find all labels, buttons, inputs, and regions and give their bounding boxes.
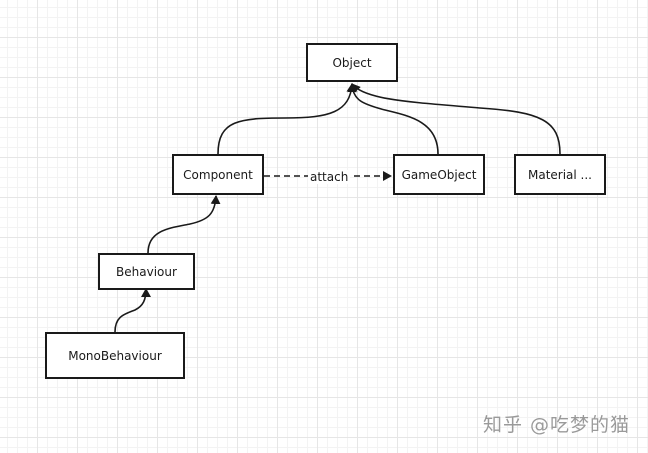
node-material[interactable]: Material ...	[514, 154, 606, 195]
edge-behaviour-to-component	[147, 195, 221, 254]
edge-material-to-object	[351, 83, 561, 155]
edge-monobehaviour-to-behaviour	[114, 288, 151, 333]
node-object[interactable]: Object	[306, 43, 398, 82]
edge-gameobject-to-object	[347, 83, 439, 155]
watermark: 知乎 @吃梦的猫	[482, 414, 630, 436]
edge-component-to-object	[217, 83, 357, 155]
node-component[interactable]: Component	[172, 154, 264, 195]
node-monobehaviour[interactable]: MonoBehaviour	[45, 332, 185, 379]
node-gameobject[interactable]: GameObject	[393, 154, 485, 195]
node-behaviour[interactable]: Behaviour	[98, 253, 195, 290]
edge-label-attach: attach	[308, 170, 351, 184]
